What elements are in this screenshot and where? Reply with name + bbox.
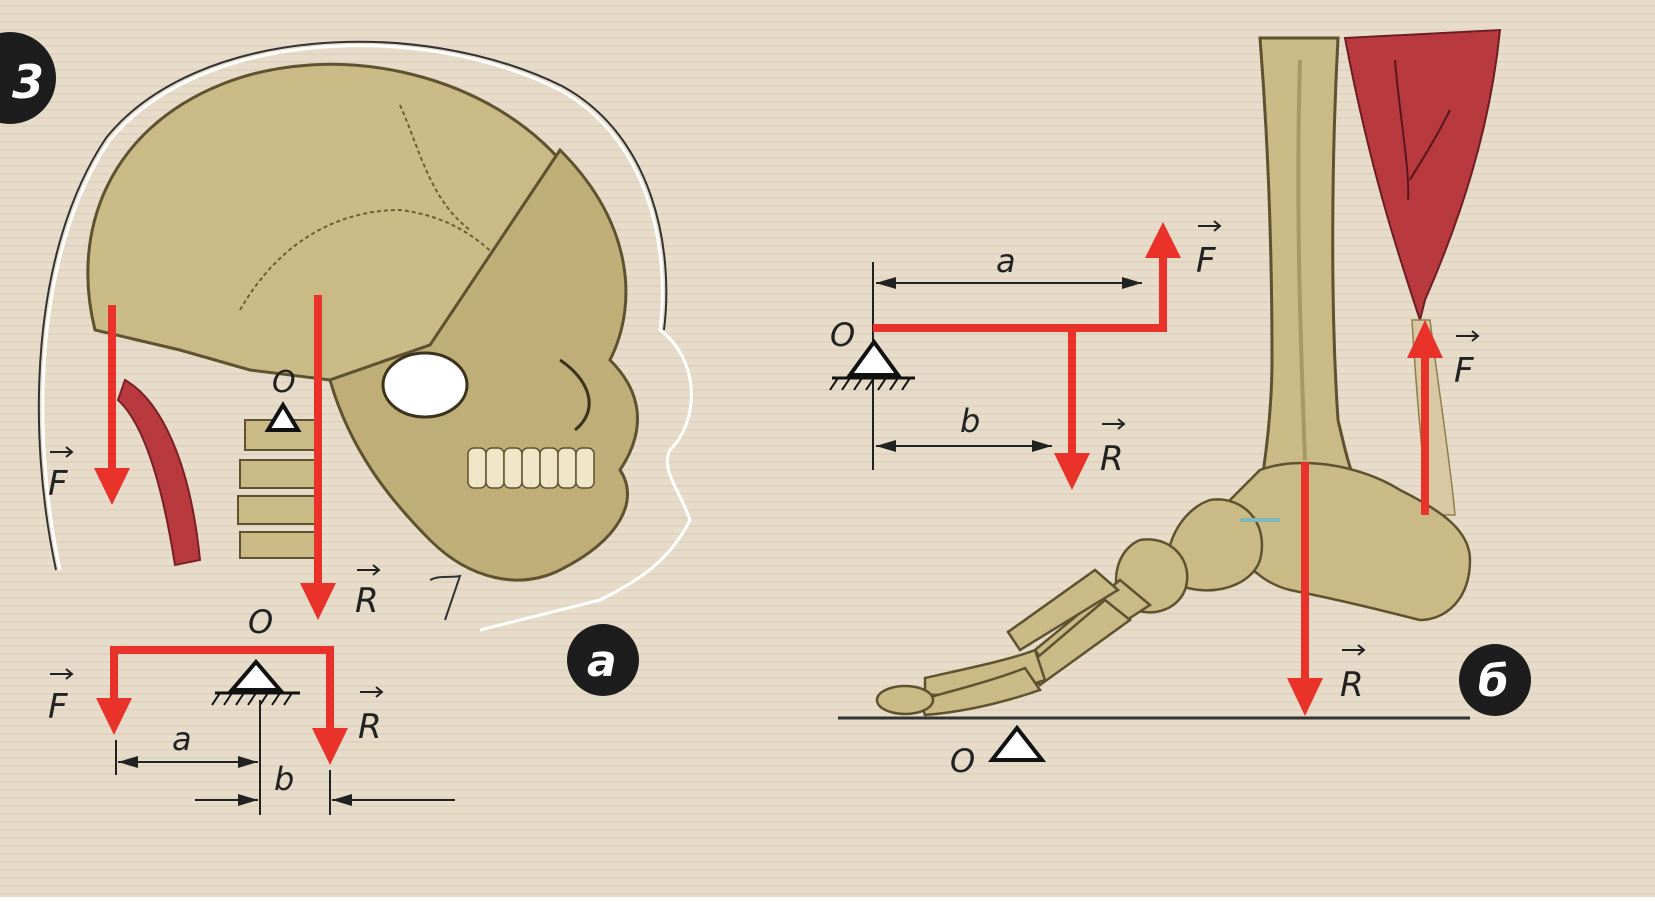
lever-b-arm-a-label: a [996,242,1016,280]
cervical-vertebrae [238,420,316,558]
lever-b-reaction-label: R [1100,439,1124,479]
lever-b-pivot-label: O [830,316,855,354]
lever-a-arm-b-label: b [274,760,294,798]
skull-orbit [383,353,467,417]
skull-teeth [468,448,594,488]
lever-a-arm-a-label: a [172,720,192,758]
lever-a-force-label: F [48,687,68,727]
foot-reaction-label: R [1340,665,1364,705]
panel-a-badge-label: а [587,636,617,687]
lever-a-pivot-label: O [248,603,273,641]
lever-b-arm-b-label: b [960,402,980,440]
lever-b-force-label: F [1196,241,1216,281]
foot-force-label: F [1454,351,1474,391]
panel-b-badge-label: б [1478,656,1509,707]
skull-force-label: F [48,464,68,504]
skull-pivot-label: O [272,365,296,400]
foot-pivot-label: O [950,742,975,780]
figure-number: 3 [12,55,44,109]
skull-reaction-label: R [355,581,379,621]
lever-a-reaction-label: R [358,707,382,747]
